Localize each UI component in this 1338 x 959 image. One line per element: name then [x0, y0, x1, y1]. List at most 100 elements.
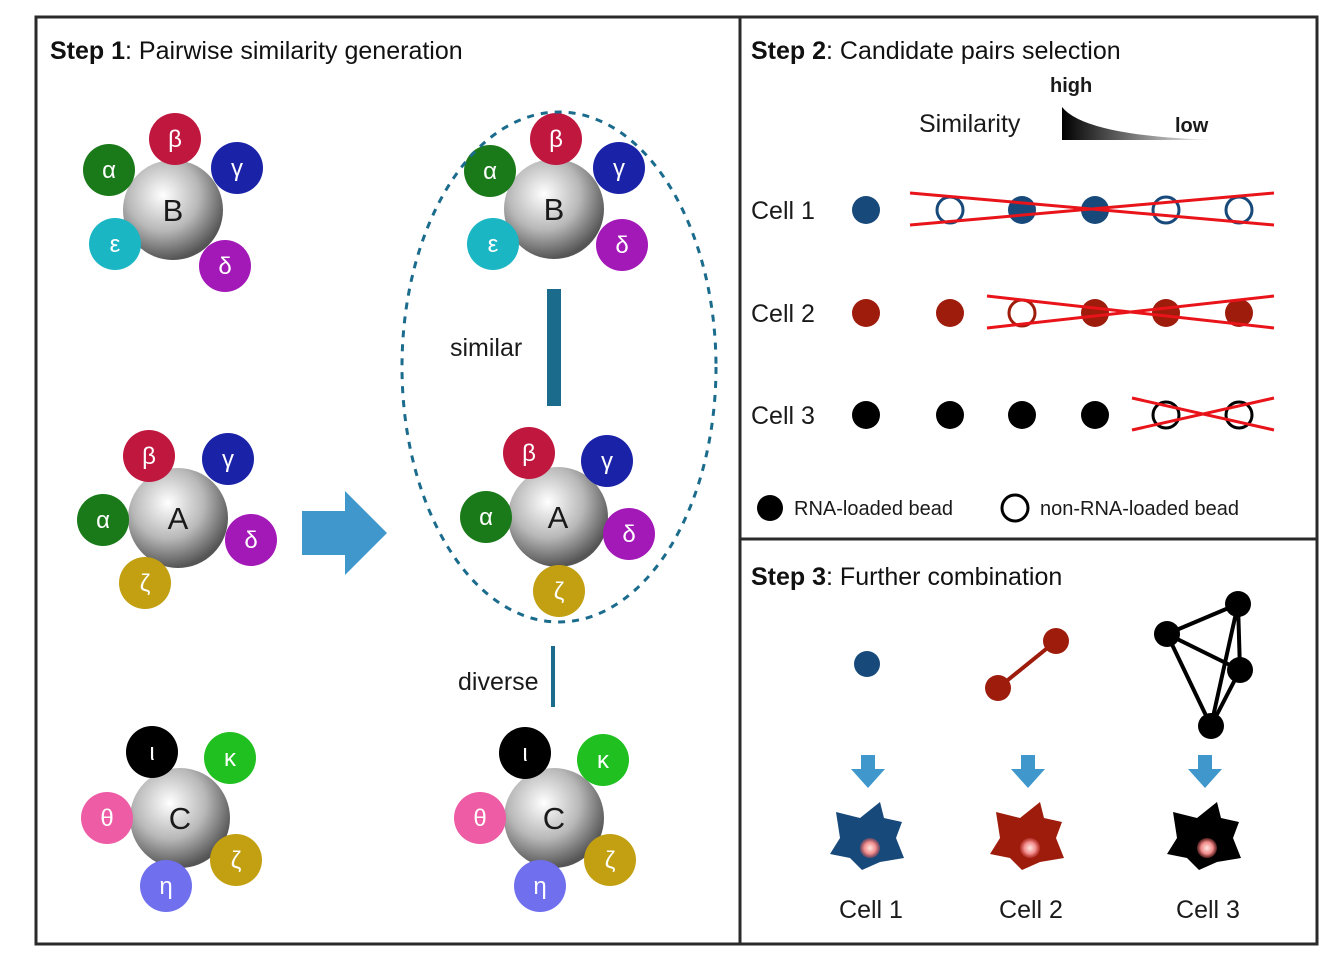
- diverse-link-bar: [551, 646, 555, 707]
- barcode-bead-alpha: [77, 494, 129, 546]
- barcode-label-beta: β: [549, 126, 563, 153]
- step3-cell-label: Cell 2: [999, 896, 1063, 924]
- barcode-bead-kappa: [577, 734, 629, 786]
- barcode-bead-beta: [123, 430, 175, 482]
- barcode-label-delta: δ: [218, 253, 231, 280]
- candidate-row-2: Cell 2: [751, 294, 1275, 330]
- candidate-rows: Cell 1 Cell 2 Cell 3: [751, 191, 1275, 432]
- network-3-bead: [1154, 621, 1180, 647]
- barcode-label-beta: β: [522, 440, 536, 467]
- barcode-bead-beta: [149, 113, 201, 165]
- right-arrow-icon: [302, 491, 387, 575]
- rna-loaded-bead: [936, 401, 964, 429]
- barcode-bead-beta: [503, 427, 555, 479]
- rna-loaded-bead: [1081, 299, 1109, 327]
- barcode-bead-beta: [530, 113, 582, 165]
- network-1-bead: [854, 651, 880, 677]
- barcode-label-alpha: α: [96, 507, 110, 534]
- network-3-bead: [1227, 657, 1253, 683]
- step3-title: Step 3: Further combination: [751, 563, 1062, 591]
- similarity-low-label: low: [1175, 115, 1209, 137]
- core-bead-b: [504, 159, 604, 259]
- cell-shape-icon: [990, 802, 1064, 870]
- legend-filled-label: RNA-loaded bead: [794, 498, 953, 520]
- core-label: B: [163, 193, 184, 228]
- barcode-label-alpha: α: [479, 504, 493, 531]
- core-label: A: [168, 501, 189, 536]
- barcode-label-eta: η: [159, 873, 172, 900]
- barcode-bead-iota: [499, 727, 551, 779]
- barcode-label-eta: η: [533, 873, 546, 900]
- step1-title: Step 1: Pairwise similarity generation: [50, 37, 463, 65]
- barcode-bead-gamma: [593, 142, 645, 194]
- barcode-bead-theta: [81, 792, 133, 844]
- barcode-bead-zeta: [119, 557, 171, 609]
- rna-loaded-bead: [936, 299, 964, 327]
- network-3-bead: [1225, 591, 1251, 617]
- barcode-bead-zeta: [210, 834, 262, 886]
- network-3-edge: [1165, 633, 1213, 727]
- rna-loaded-bead: [1152, 299, 1180, 327]
- rna-loaded-bead: [852, 299, 880, 327]
- legend-hollow-bead-icon: [1000, 493, 1030, 523]
- down-arrow-icon: [851, 755, 885, 788]
- barcode-bead-eta: [514, 860, 566, 912]
- row-label: Cell 3: [751, 402, 815, 430]
- barcode-bead-epsilon: [467, 218, 519, 270]
- similar-link-bar: [547, 289, 561, 406]
- cell-shape-icon: [830, 802, 904, 870]
- similarity-label: Similarity: [919, 110, 1021, 138]
- barcode-label-kappa: κ: [224, 745, 237, 772]
- network-3-edge: [1166, 632, 1241, 672]
- barcode-label-epsilon: ε: [110, 231, 121, 258]
- barcode-label-zeta: ζ: [605, 847, 616, 874]
- row-label: Cell 1: [751, 197, 815, 225]
- rna-loaded-bead: [1008, 196, 1036, 224]
- barcode-label-alpha: α: [102, 157, 116, 184]
- barcode-label-gamma: γ: [231, 155, 243, 182]
- rna-loaded-bead: [852, 196, 880, 224]
- rejection-cross: [909, 191, 1275, 227]
- core-bead-a: [128, 468, 228, 568]
- barcode-label-zeta: ζ: [140, 570, 151, 597]
- barcode-bead-alpha: [83, 144, 135, 196]
- barcode-bead-gamma: [581, 435, 633, 487]
- core-bead-c: [130, 768, 230, 868]
- down-arrow-icon: [1011, 755, 1045, 788]
- barcode-label-delta: δ: [622, 521, 635, 548]
- network-3-bead: [1198, 713, 1224, 739]
- barcode-label-theta: θ: [473, 805, 486, 832]
- barcode-bead-delta: [596, 219, 648, 271]
- barcode-bead-alpha: [464, 145, 516, 197]
- core-label: A: [548, 500, 569, 535]
- step2-title: Step 2: Candidate pairs selection: [751, 37, 1121, 65]
- nucleus-icon: [1020, 838, 1040, 858]
- barcode-label-epsilon: ε: [488, 231, 499, 258]
- barcode-label-delta: δ: [244, 527, 257, 554]
- similarity-high-label: high: [1050, 75, 1092, 97]
- non-rna-loaded-bead: [935, 195, 965, 225]
- barcode-bead-kappa: [204, 732, 256, 784]
- network-3-edge: [1209, 603, 1240, 727]
- barcode-bead-theta: [454, 792, 506, 844]
- down-arrow-icon: [1188, 755, 1222, 788]
- core-bead-c: [504, 768, 604, 868]
- barcode-label-zeta: ζ: [554, 578, 565, 605]
- barcode-bead-gamma: [211, 142, 263, 194]
- similarity-gradient-wedge: [1062, 107, 1215, 140]
- rejection-cross: [986, 294, 1275, 330]
- core-bead-a: [508, 467, 608, 567]
- barcode-bead-iota: [126, 726, 178, 778]
- barcode-bead-zeta: [584, 834, 636, 886]
- barcode-label-beta: β: [142, 443, 156, 470]
- rna-loaded-bead: [852, 401, 880, 429]
- barcode-bead-epsilon: [89, 218, 141, 270]
- core-label: B: [544, 192, 565, 227]
- barcode-label-delta: δ: [615, 232, 628, 259]
- barcode-label-gamma: γ: [222, 446, 234, 473]
